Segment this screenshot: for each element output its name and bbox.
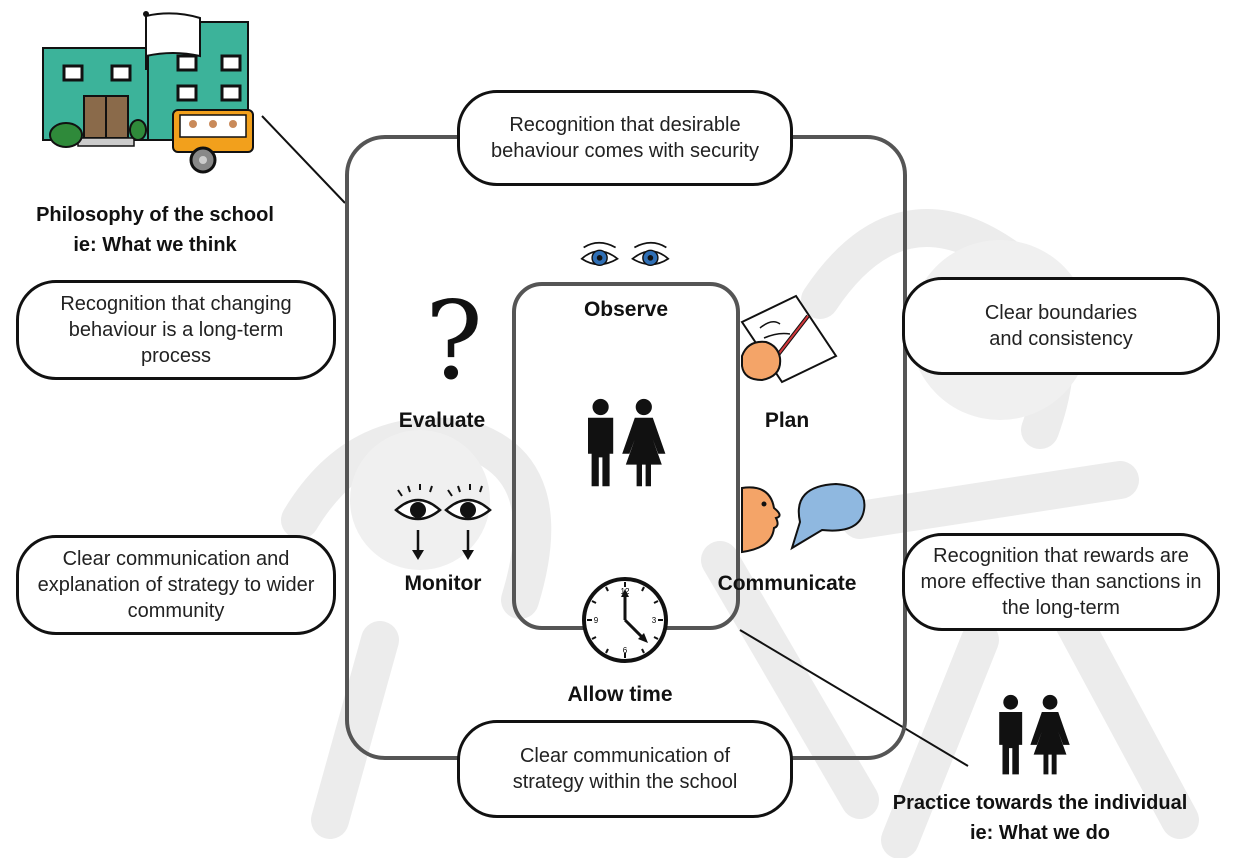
philosophy-caption-line2: ie: What we think — [73, 234, 237, 256]
watching-eyes-icon — [394, 484, 492, 560]
bubble-left-upper-text: Recognition that changing behaviour is a… — [60, 293, 292, 367]
bubble-top-text: Recognition that desirable behaviour com… — [491, 114, 759, 162]
bubble-bottom: Clear communication of strategy within t… — [457, 720, 793, 818]
clock-numeral-3: 3 — [652, 616, 657, 625]
practice-connector — [739, 629, 969, 767]
bubble-right-lower: Recognition that rewards are more effect… — [902, 533, 1220, 631]
question-mark-icon: ? — [425, 290, 483, 390]
stage-plan: Plan — [764, 409, 810, 432]
bubble-right-lower-text: Recognition that rewards are more effect… — [920, 545, 1202, 619]
philosophy-caption: Philosophy of the school ie: What we thi… — [0, 200, 310, 260]
svg-text:?: ? — [425, 290, 483, 390]
clock-icon: 12 3 6 9 — [582, 577, 668, 663]
bubble-bottom-text: Clear communication of strategy within t… — [512, 745, 738, 793]
bubble-right-upper: Clear boundaries and consistency — [902, 277, 1220, 375]
bubble-top: Recognition that desirable behaviour com… — [457, 90, 793, 186]
practice-people-icon — [999, 694, 1070, 775]
clock-numeral-6: 6 — [623, 646, 628, 655]
stage-allow-time: Allow time — [567, 683, 673, 706]
people-icon — [588, 398, 666, 487]
school-building-icon — [42, 11, 254, 174]
stage-communicate: Communicate — [717, 572, 857, 595]
philosophy-caption-line1: Philosophy of the school — [36, 204, 274, 226]
eyes-icon — [580, 241, 670, 267]
bubble-left-lower: Clear communication and explanation of s… — [16, 535, 336, 635]
practice-caption-line1: Practice towards the individual — [892, 792, 1188, 814]
practice-caption: Practice towards the individual ie: What… — [850, 788, 1230, 848]
school-connector — [261, 115, 346, 204]
speaking-face-icon — [741, 482, 866, 554]
clock-numeral-9: 9 — [594, 616, 599, 625]
bubble-left-lower-text: Clear communication and explanation of s… — [37, 548, 315, 622]
bubble-right-upper-text: Clear boundaries and consistency — [984, 302, 1138, 350]
practice-caption-line2: ie: What we do — [970, 822, 1110, 844]
writing-hand-icon — [740, 294, 838, 384]
bubble-left-upper: Recognition that changing behaviour is a… — [16, 280, 336, 380]
stage-monitor: Monitor — [404, 572, 482, 595]
stage-observe: Observe — [583, 298, 669, 321]
stage-evaluate: Evaluate — [398, 409, 486, 432]
